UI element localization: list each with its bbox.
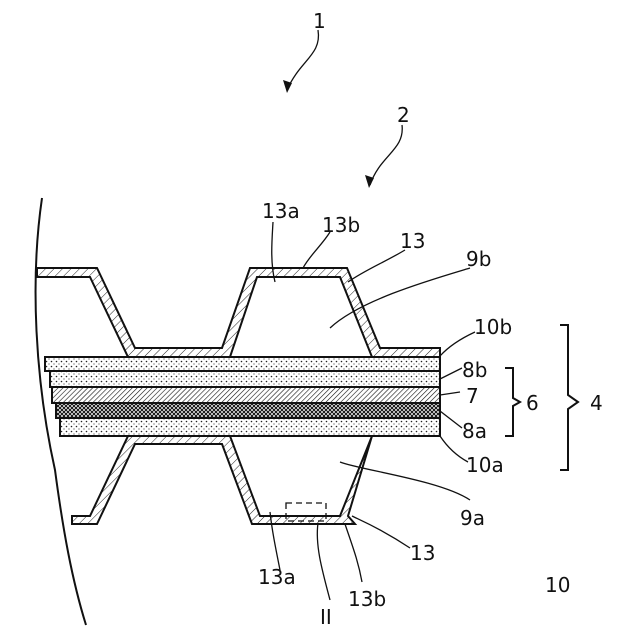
bracket-4: [560, 325, 578, 470]
label-10: 10: [545, 573, 570, 597]
label-13-top: 13: [400, 229, 425, 253]
leader-II: [317, 523, 330, 600]
leader-8a: [440, 411, 462, 428]
label-13a-bottom: 13a: [258, 565, 296, 589]
leader-13-bottom: [352, 516, 410, 548]
label-8a: 8a: [462, 419, 487, 443]
label-13-bottom: 13: [410, 541, 435, 565]
layer-8a: [56, 403, 440, 418]
upper-corrugated-film: [37, 268, 440, 357]
layer-7: [52, 387, 440, 403]
leader-13b-top: [303, 232, 330, 268]
label-10a: 10a: [466, 453, 504, 477]
leader-7: [440, 392, 460, 395]
label-13b-bottom: 13b: [348, 587, 386, 611]
label-9b: 9b: [466, 247, 491, 271]
label-1: 1: [313, 9, 326, 33]
label-13a-top: 13a: [262, 199, 300, 223]
bracket-6: [505, 368, 520, 436]
layer-8b: [50, 371, 440, 387]
lower-corrugated-film: [62, 436, 440, 524]
label-9a: 9a: [460, 506, 485, 530]
leader-13-top: [348, 250, 405, 282]
label-6: 6: [526, 391, 539, 415]
label-II: II: [320, 605, 332, 629]
label-8b: 8b: [462, 358, 487, 382]
leader-10b: [440, 332, 475, 356]
leader-13b-bottom: [345, 524, 362, 582]
arrow-1: [287, 30, 318, 90]
label-2: 2: [397, 103, 410, 127]
label-7: 7: [466, 384, 479, 408]
arrow-2: [370, 125, 402, 185]
label-13b-top: 13b: [322, 213, 360, 237]
label-10b: 10b: [474, 315, 512, 339]
label-4: 4: [590, 391, 603, 415]
layer-10b: [45, 357, 440, 371]
leader-8b: [440, 368, 462, 379]
layer-10a: [60, 418, 440, 436]
